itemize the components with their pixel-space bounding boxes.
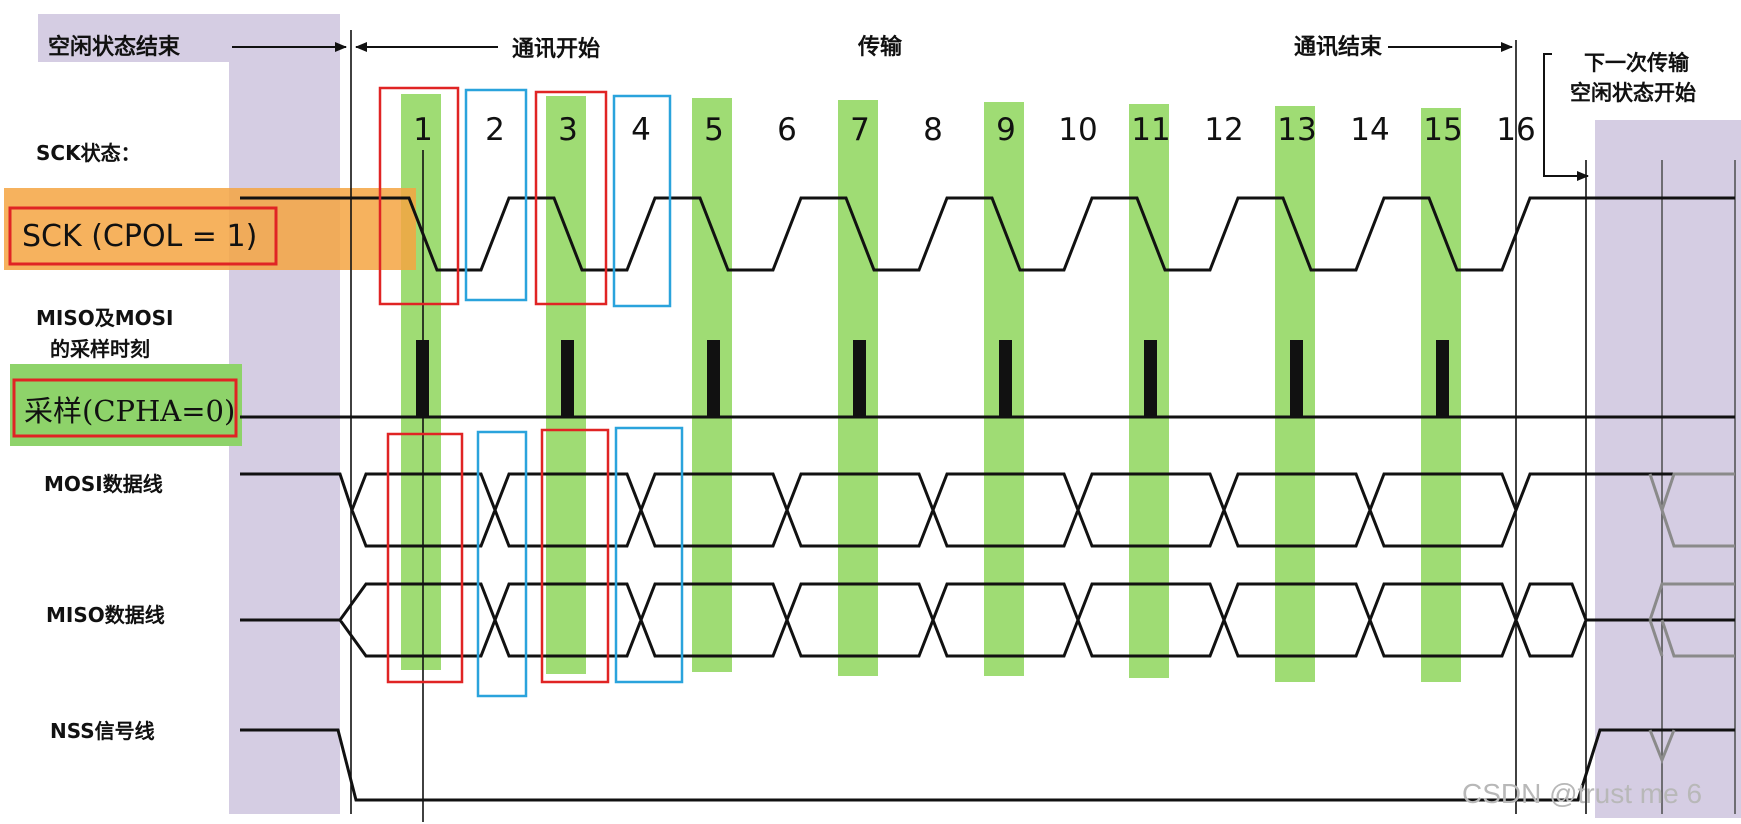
edge-highlight-boxes (378, 86, 684, 698)
sample-tick-9 (999, 340, 1012, 417)
edge-number-9: 9 (996, 112, 1016, 148)
sample-tick-15 (1436, 340, 1449, 417)
sck-waveform (240, 196, 1735, 272)
comm-start-label: 通讯开始 (512, 36, 600, 62)
edge-number-16: 16 (1496, 112, 1535, 148)
mosi-waveform (240, 472, 1735, 548)
edge-number-10: 10 (1058, 112, 1097, 148)
edge-number-4: 4 (631, 112, 651, 148)
header-arrows (232, 42, 1589, 181)
miso-line-label: MISO数据线 (46, 603, 165, 627)
edge3-data-box (540, 428, 610, 684)
watermark: CSDN @trust me 6 (1462, 778, 1702, 809)
background-bands (38, 14, 1741, 818)
sample-time-label-line1: MISO及MOSI (36, 306, 174, 330)
edge2-sck-box (464, 88, 528, 302)
sample-time-label-line2: 的采样时刻 (50, 337, 150, 361)
sample-tick-5 (707, 340, 720, 417)
miso-waveform (240, 582, 1735, 658)
next-miso-hint (1648, 582, 1735, 658)
edge-number-11: 11 (1131, 112, 1170, 148)
sample-tick-7 (853, 340, 866, 417)
sck-mode-box (8, 206, 278, 266)
next-nss-hint (1648, 729, 1676, 765)
edge-number-12: 12 (1204, 112, 1243, 148)
next-idle-label-line2: 空闲状态开始 (1570, 81, 1696, 105)
edge-number-15: 15 (1423, 112, 1462, 148)
edge3-sck-box (534, 90, 608, 306)
edge4-sck-box (612, 94, 672, 308)
edge-number-6: 6 (777, 112, 797, 148)
edge-number-3: 3 (558, 112, 578, 148)
edge-number-8: 8 (923, 112, 943, 148)
reference-lines (350, 30, 1736, 822)
edge-number-5: 5 (704, 112, 724, 148)
next-idle-label-line1: 下一次传输 (1584, 51, 1690, 75)
sample-tick-13 (1290, 340, 1303, 417)
sample-ticks (416, 340, 1449, 417)
sample-tick-11 (1144, 340, 1157, 417)
waveforms (240, 196, 1735, 802)
edge1-sck-box (378, 86, 460, 306)
nss-line-label: NSS信号线 (50, 719, 155, 743)
sample-tick-1 (416, 340, 429, 417)
edge-number-7: 7 (850, 112, 870, 148)
cpha-mode-box (12, 378, 238, 438)
cpha-mode-label: 采样(CPHA=0) (24, 394, 235, 428)
comm-end-label: 通讯结束 (1294, 34, 1383, 60)
nss-waveform (240, 728, 1735, 802)
sck-mode-highlight (4, 188, 416, 270)
sample-tick-3 (561, 340, 574, 417)
next-idle-arrow (1543, 53, 1589, 181)
edge-number-1: 1 (413, 112, 433, 148)
edge-number-13: 13 (1277, 112, 1316, 148)
transfer-label: 传输 (857, 34, 903, 60)
edge1-data-box (386, 432, 464, 684)
idle-state-band-right (1595, 120, 1741, 818)
idle-end-label: 空闲状态结束 (48, 34, 181, 60)
next-frame-waveforms (1648, 472, 1735, 765)
idle-state-band-left (229, 14, 340, 814)
edge2-data-box (476, 430, 528, 698)
edge-number-14: 14 (1350, 112, 1389, 148)
cpha-mode-highlight (10, 364, 242, 446)
sck-state-label: SCK状态： (36, 141, 141, 165)
edge4-data-box (614, 426, 684, 684)
sck-mode-label: SCK (CPOL = 1) (22, 219, 257, 254)
mosi-line-label: MOSI数据线 (44, 472, 163, 496)
next-mosi-hint (1648, 472, 1735, 548)
edge-number-2: 2 (485, 112, 505, 148)
